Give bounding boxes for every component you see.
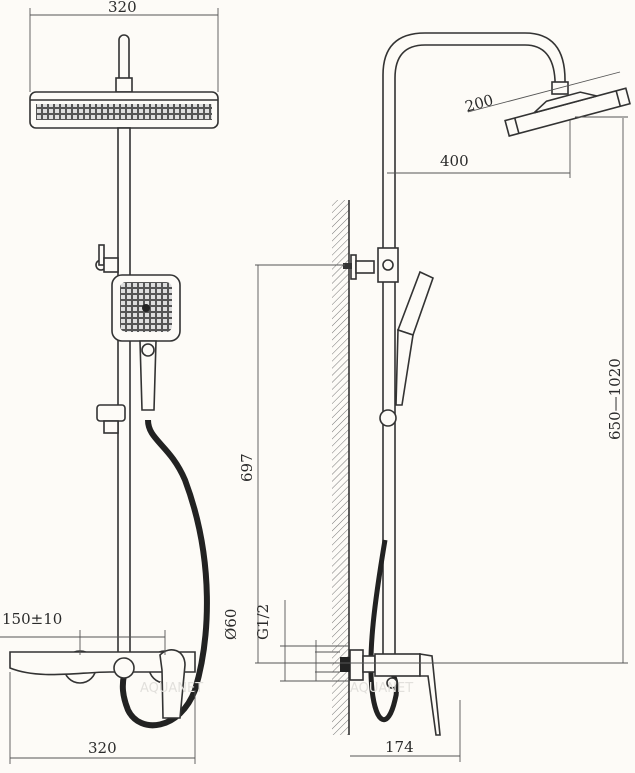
front-view: 320 150±10 320	[0, 0, 219, 764]
riser-pipe	[382, 32, 566, 660]
overhead-shower-side	[504, 87, 631, 138]
dim-mixer-width: 320	[88, 739, 117, 757]
mixer-side	[374, 653, 421, 677]
wall-hatching	[332, 200, 349, 735]
dim-flange-diameter: Ø60	[222, 609, 240, 640]
hand-shower-handle	[139, 340, 157, 411]
watermark: AQUANET	[140, 681, 203, 696]
dim-thread: G1/2	[254, 604, 272, 640]
slide-bar	[117, 127, 131, 659]
dim-head-depth: 200	[463, 91, 495, 116]
hose	[119, 419, 210, 729]
dim-height-range: 650—1020	[606, 358, 624, 440]
dim-head-width: 320	[108, 0, 137, 16]
hand-shower-holder	[96, 404, 126, 422]
hand-shower-side	[396, 270, 434, 337]
side-view: 200 400 650—1020 697 Ø60 G1/2 174	[222, 32, 631, 762]
dim-mixer-projection: 174	[385, 738, 414, 756]
dim-mixer-centers: 150±10	[2, 610, 62, 628]
dim-arm-reach: 400	[440, 152, 469, 170]
watermark: AQUANET	[350, 681, 413, 696]
dim-bracket-height: 697	[238, 453, 256, 482]
